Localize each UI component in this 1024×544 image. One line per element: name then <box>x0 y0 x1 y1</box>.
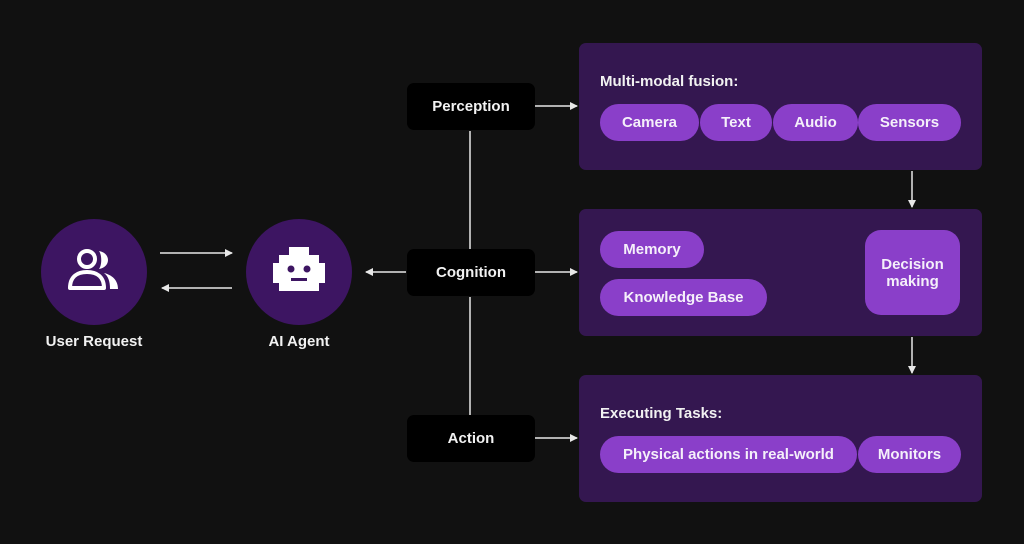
stage-cognition: Cognition <box>407 249 535 296</box>
user-request-node <box>41 219 147 325</box>
stage-action: Action <box>407 415 535 462</box>
pill-knowledge-base: Knowledge Base <box>600 279 767 316</box>
action-panel-title: Executing Tasks: <box>600 405 723 422</box>
pill-memory: Memory <box>600 231 704 268</box>
pill-audio: Audio <box>773 104 858 141</box>
pill-camera: Camera <box>600 104 699 141</box>
stage-perception: Perception <box>407 83 535 130</box>
cognition-panel: Memory Knowledge Base Decision making <box>579 209 982 336</box>
user-request-label: User Request <box>45 333 143 350</box>
ai-agent-label: AI Agent <box>268 333 330 350</box>
action-panel: Executing Tasks: Physical actions in rea… <box>579 375 982 502</box>
users-icon <box>66 248 122 297</box>
decision-making-box: Decision making <box>865 230 960 315</box>
perception-panel: Multi-modal fusion: Camera Text Audio Se… <box>579 43 982 170</box>
ai-agent-node <box>246 219 352 325</box>
pill-text: Text <box>700 104 772 141</box>
pill-sensors: Sensors <box>858 104 961 141</box>
pill-physical-actions: Physical actions in real-world <box>600 436 857 473</box>
pill-monitors: Monitors <box>858 436 961 473</box>
perception-panel-title: Multi-modal fusion: <box>600 73 739 90</box>
robot-icon <box>271 245 327 300</box>
